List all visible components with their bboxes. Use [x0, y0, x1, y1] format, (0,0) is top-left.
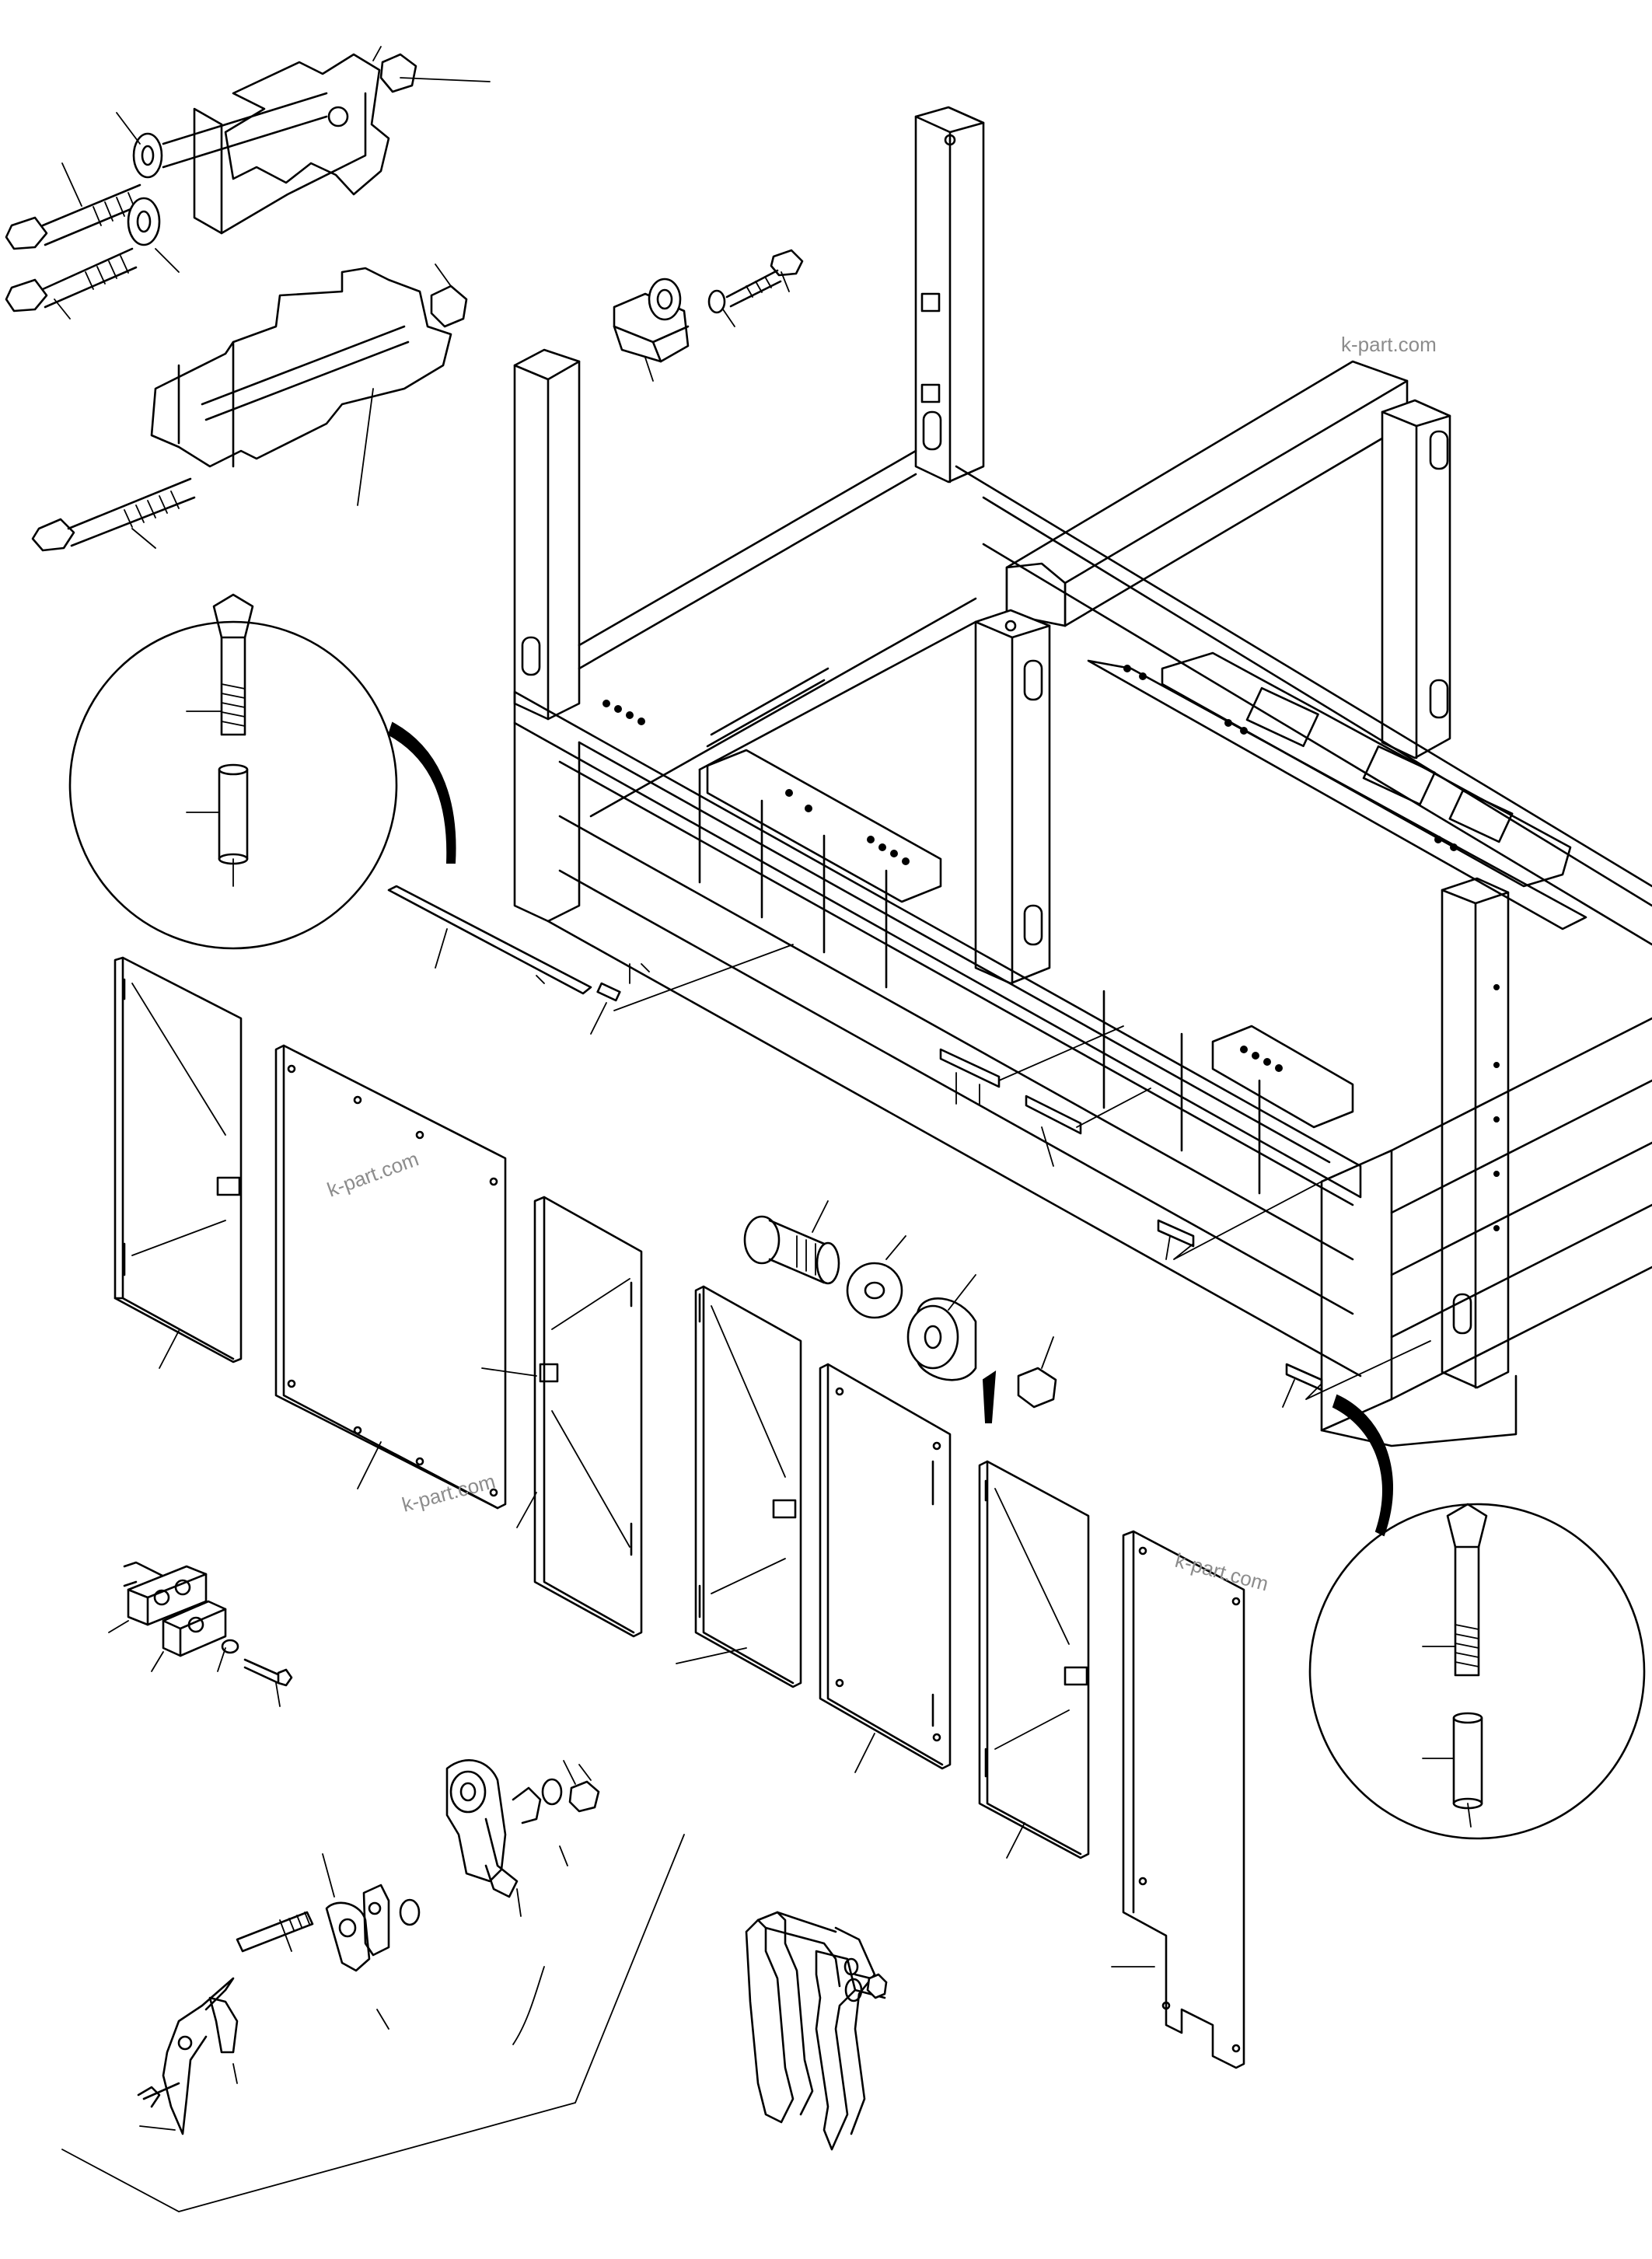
detail-circle-left [68, 593, 456, 950]
handle-pair-assembled [745, 1911, 888, 2151]
panel-door-1 [114, 956, 243, 1369]
pivot-bracket [613, 249, 804, 382]
panel-large [274, 1044, 507, 1510]
panel-tall [1111, 1530, 1245, 2069]
latch-assembly [137, 1759, 600, 2135]
long-bolt-assembly [31, 264, 468, 552]
panel-4 [819, 1363, 952, 1773]
panel-door-3 [676, 1285, 802, 1688]
bolt-bracket-assembly-top [5, 46, 491, 319]
detail-circle-right [1308, 1394, 1646, 1840]
strip-bar [387, 885, 794, 1035]
frame-bolt-holes [602, 665, 1458, 1072]
watermark-text: k-part.com [1341, 333, 1437, 356]
rubber-mount-assembly [743, 1200, 1057, 1423]
panel-door-5 [978, 1460, 1090, 1859]
hinge-block-set [108, 1561, 293, 1707]
latch-leader-lines [61, 1834, 685, 2212]
panel-door-2 [481, 1196, 643, 1638]
frame-clips [939, 1025, 1431, 1408]
main-frame [513, 106, 1652, 1447]
